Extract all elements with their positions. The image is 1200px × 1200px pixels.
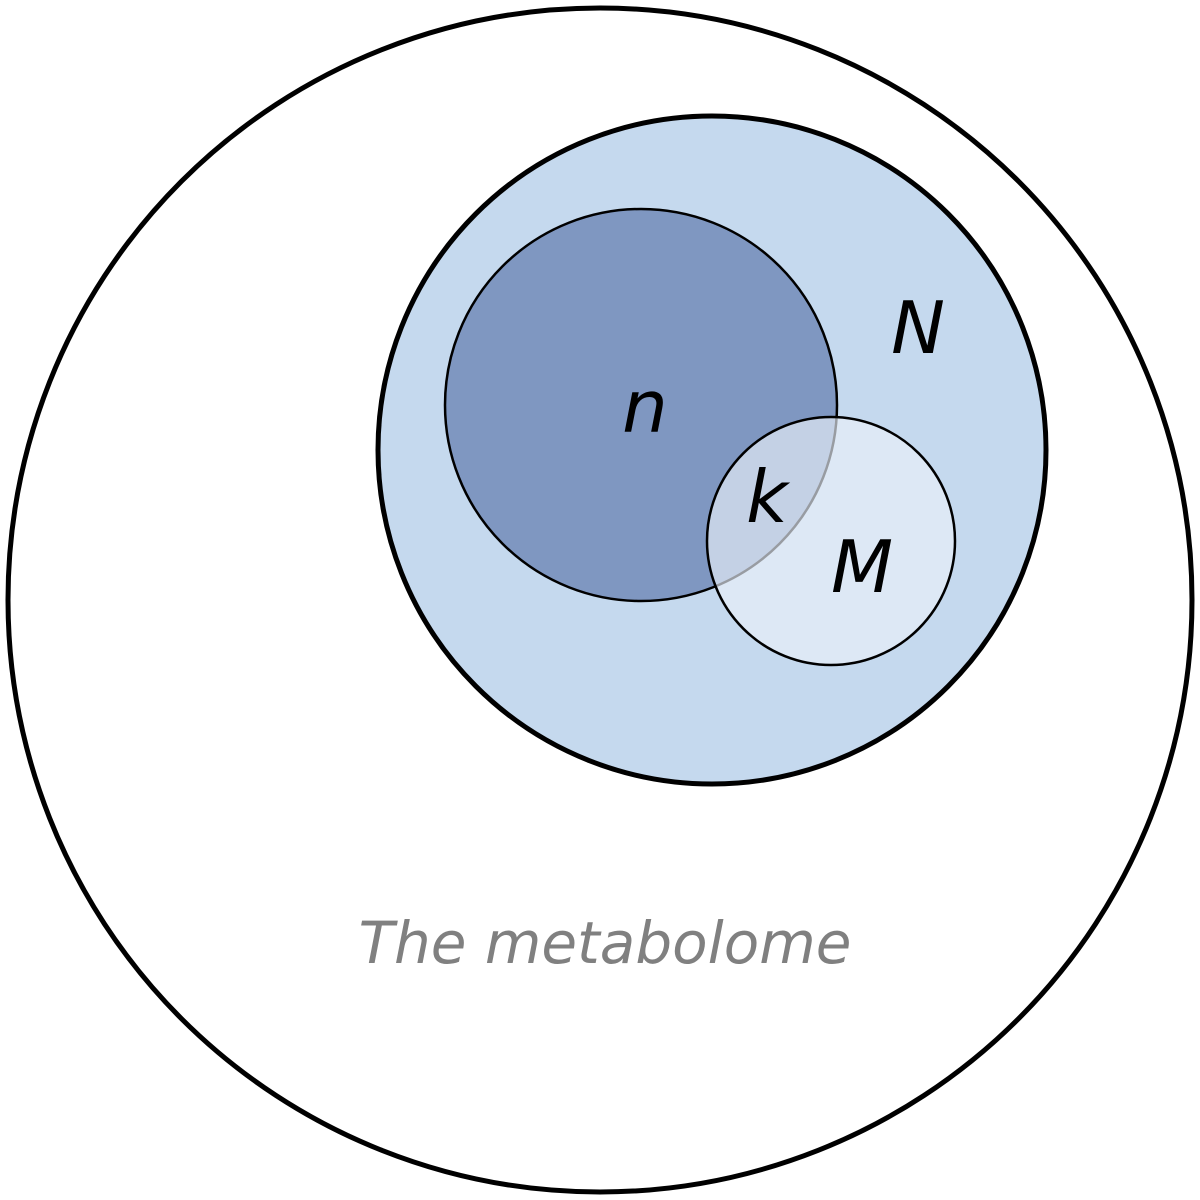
set-N-label: N [891,286,945,370]
set-n-label: n [622,365,668,449]
metabolome-label: The metabolome [359,909,852,977]
set-M-circle [705,415,957,667]
set-M-label: M [831,525,893,609]
intersection-k-label: k [746,455,791,539]
